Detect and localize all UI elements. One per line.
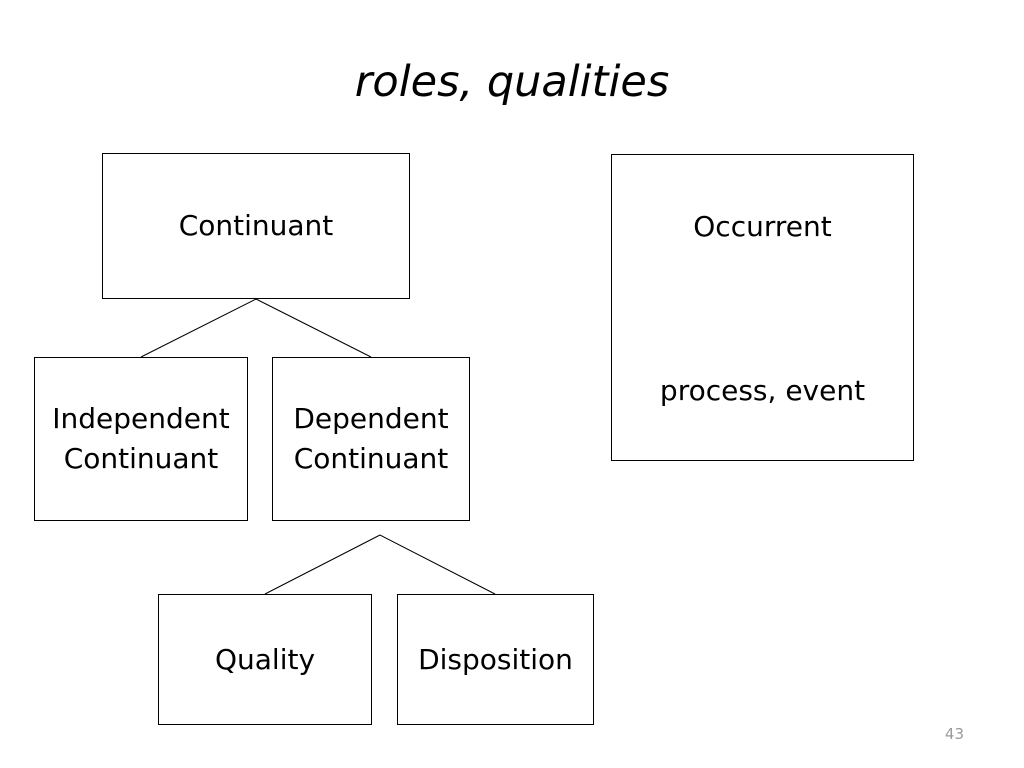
quality-label: Quality (214, 642, 316, 676)
connector-dependent-quality (264, 534, 381, 595)
connector-dependent-disposition (379, 534, 496, 595)
disposition-node: Disposition (397, 594, 594, 725)
dependent-label-line-1: Dependent (293, 402, 449, 435)
occurrent-node: Occurrent process, event (611, 154, 914, 461)
independent-label-line-2: Continuant (63, 442, 219, 475)
independent-label-line-1: Independent (52, 402, 230, 435)
occurrent-subtitle: process, event (659, 374, 866, 407)
slide-title: roles, qualities (354, 57, 670, 107)
dependent-continuant-label: Dependent Continuant (273, 399, 469, 479)
slide-page-number: 43 (944, 725, 964, 743)
connector-continuant-dependent (255, 298, 372, 358)
occurrent-label: Occurrent (693, 210, 832, 243)
connector-continuant-independent (140, 298, 257, 358)
dependent-continuant-node: Dependent Continuant (272, 357, 470, 521)
independent-continuant-node: Independent Continuant (34, 357, 248, 521)
dependent-label-line-2: Continuant (293, 442, 449, 475)
continuant-node: Continuant (102, 153, 410, 299)
continuant-label: Continuant (178, 209, 334, 242)
independent-continuant-label: Independent Continuant (35, 399, 247, 479)
quality-node: Quality (158, 594, 372, 725)
disposition-label: Disposition (418, 642, 573, 676)
